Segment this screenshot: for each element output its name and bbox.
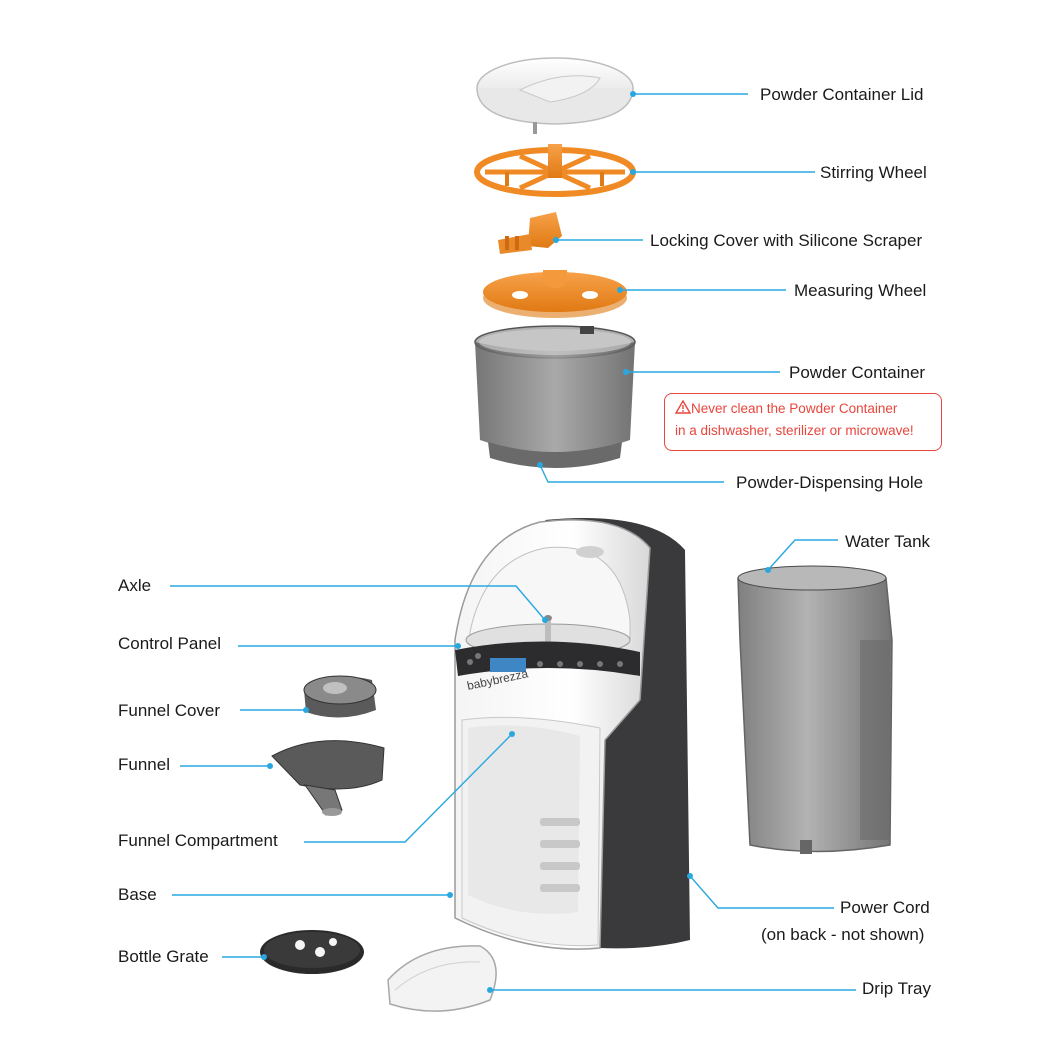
- formula-machine-body: [454, 518, 690, 950]
- label-water-tank: Water Tank: [845, 532, 931, 551]
- label-bottle-grate: Bottle Grate: [118, 947, 209, 966]
- label-funnel-compartment: Funnel Compartment: [118, 831, 278, 850]
- funnel-cover-part: [303, 675, 377, 718]
- label-power-cord: Power Cord: [840, 898, 930, 917]
- warning-triangle-icon: [674, 398, 692, 420]
- warning-box: Never clean the Powder Container in a di…: [664, 393, 942, 451]
- label-base: Base: [118, 885, 157, 904]
- leader-lines: [170, 93, 856, 991]
- label-powder-dispensing-hole: Powder-Dispensing Hole: [736, 473, 924, 492]
- label-powder-container-lid: Powder Container Lid: [760, 85, 924, 104]
- label-axle: Axle: [118, 576, 152, 595]
- label-measuring-wheel: Measuring Wheel: [794, 281, 927, 300]
- leader-dots: [261, 91, 771, 993]
- funnel-part: [271, 740, 385, 816]
- powder-container-lid-part: [476, 57, 634, 134]
- stirring-wheel-part: [474, 144, 636, 197]
- label-locking-cover: Locking Cover with Silicone Scraper: [650, 231, 923, 250]
- bottle-grate-part: [260, 930, 364, 974]
- label-control-panel: Control Panel: [118, 634, 222, 653]
- label-power-cord-note: (on back - not shown): [761, 925, 925, 944]
- label-stirring-wheel: Stirring Wheel: [820, 163, 927, 182]
- label-funnel-cover: Funnel Cover: [118, 701, 221, 720]
- water-tank-part: [737, 565, 893, 854]
- warning-line-2: in a dishwasher, sterilizer or microwave…: [675, 423, 914, 438]
- measuring-wheel-part: [483, 270, 627, 318]
- drip-tray-part: [387, 945, 497, 1012]
- label-funnel: Funnel: [118, 755, 170, 774]
- warning-line-1: Never clean the Powder Container: [691, 401, 898, 416]
- label-drip-tray: Drip Tray: [862, 979, 931, 998]
- locking-cover-part: [498, 212, 562, 254]
- label-powder-container: Powder Container: [789, 363, 926, 382]
- powder-container-part: [474, 325, 636, 468]
